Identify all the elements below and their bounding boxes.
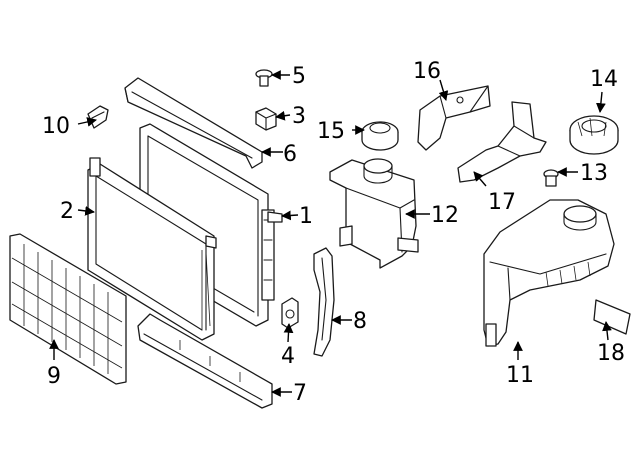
leader-lines xyxy=(49,70,612,397)
callout-1: 1 xyxy=(299,204,313,229)
part-9-air-guide-grille xyxy=(9,233,127,385)
callout-5: 5 xyxy=(292,64,306,89)
callout-8: 8 xyxy=(353,309,367,334)
part-4-mount xyxy=(281,297,299,329)
part-3-bracket xyxy=(255,107,277,131)
callout-16: 16 xyxy=(413,59,441,84)
callout-2: 2 xyxy=(60,199,74,224)
callout-18: 18 xyxy=(597,341,625,366)
callout-17: 17 xyxy=(488,190,516,215)
callout-15: 15 xyxy=(317,119,345,144)
part-15-cap xyxy=(361,121,399,151)
callout-4: 4 xyxy=(281,344,295,369)
callout-10: 10 xyxy=(42,114,70,139)
callout-11: 11 xyxy=(506,363,534,388)
part-11-reservoir xyxy=(483,199,615,347)
part-17-bracket xyxy=(457,101,547,183)
part-16-bracket xyxy=(417,85,491,151)
part-14-filler-cap xyxy=(569,115,619,155)
part-13-bolt xyxy=(543,169,559,187)
part-2-condenser xyxy=(87,157,217,341)
callout-13: 13 xyxy=(580,161,608,186)
callout-12: 12 xyxy=(431,203,459,228)
part-12-expansion-tank xyxy=(329,158,419,269)
callout-6: 6 xyxy=(283,142,297,167)
part-6-upper-cover xyxy=(124,77,263,169)
callout-7: 7 xyxy=(293,381,307,406)
callout-labels: 5 3 6 1 2 10 4 8 7 9 15 12 16 17 14 13 1… xyxy=(42,59,625,406)
part-18-label xyxy=(593,299,631,335)
callout-9: 9 xyxy=(47,364,61,389)
part-5-clip xyxy=(255,69,273,87)
part-10-sensor xyxy=(87,105,109,129)
callout-14: 14 xyxy=(590,67,618,92)
callout-3: 3 xyxy=(292,104,306,129)
part-8-side-deflector xyxy=(313,247,335,357)
